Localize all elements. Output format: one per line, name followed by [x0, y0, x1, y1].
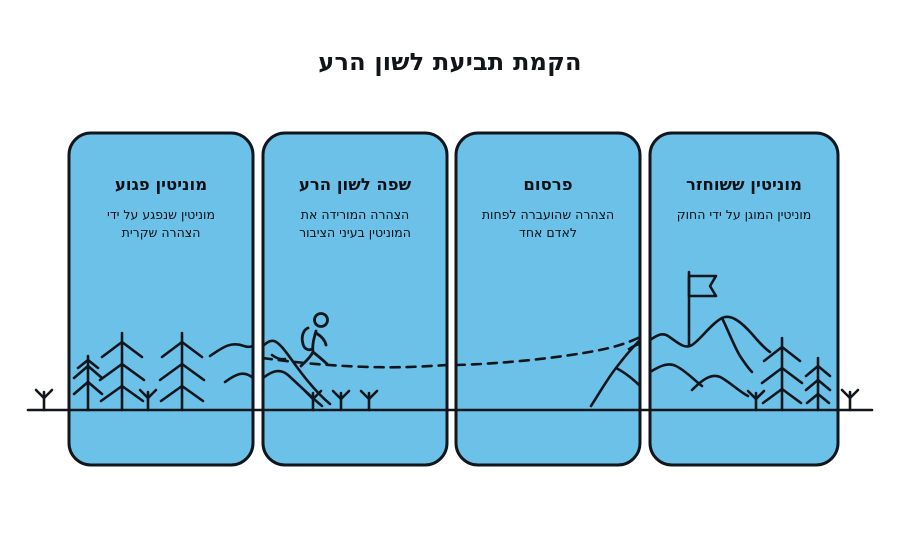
- card-defamatory-language[interactable]: שפה לשון הרע הצהרה המורידה את המוניטין ב…: [263, 175, 447, 242]
- card-heading-3: פרסום: [523, 175, 573, 194]
- card-body-3: הצהרה שהועברה לפחות לאדם אחד: [456, 206, 640, 242]
- shrub-icon-card-2c: [359, 389, 379, 412]
- card-reputation-damaged[interactable]: מוניטין פגוע מוניטין שנפגע על ידי הצהרה …: [69, 175, 253, 242]
- shrub-icon-left: [34, 388, 54, 412]
- mountain-icon-card-2-spur: [270, 353, 287, 361]
- mountain-icon-card-1b: [223, 372, 253, 384]
- card-body-2: הצהרה המורידה את המוניטין בעיני הציבור: [263, 206, 447, 242]
- pine-tree-icon-1a: [72, 354, 104, 412]
- card-body-2-line-1: הצהרה המורידה את: [300, 206, 410, 222]
- card-background-1[interactable]: [67, 131, 255, 467]
- card-4-scene: [650, 270, 838, 412]
- shrub-icon-card-4: [746, 389, 766, 412]
- card-1-scene: [69, 331, 253, 412]
- shrub-icon-right: [840, 388, 860, 412]
- landscape-outside-cards: [26, 388, 874, 412]
- card-2-scene: [263, 312, 447, 412]
- pine-tree-icon-1c: [158, 331, 206, 412]
- mountain-icon-card-3c: [627, 342, 640, 351]
- shrub-icon-card-2a: [303, 389, 323, 412]
- hiker-with-backpack-icon: [299, 312, 329, 368]
- card-body-3-line-2: לאדם אחד: [519, 224, 577, 240]
- card-reputation-restored[interactable]: מוניטין ששוחזר מוניטין המוגן על ידי החוק: [650, 175, 838, 224]
- mountain-icon-card-3b: [614, 366, 640, 388]
- card-body-1-line-1: מוניטין שנפגע על ידי: [107, 206, 215, 222]
- card-heading-2: שפה לשון הרע: [298, 175, 412, 194]
- card-body-4-line-1: מוניטין המוגן על ידי החוק: [676, 206, 812, 222]
- dashed-trail-path-icon-card-3: [456, 335, 640, 367]
- card-background-3[interactable]: [454, 131, 642, 467]
- mountain-icon-card-1: [208, 342, 253, 358]
- pine-tree-icon-4b: [804, 356, 832, 412]
- mountain-icon-card-4-foothill-b: [690, 374, 750, 398]
- pine-tree-icon-4a: [760, 336, 804, 412]
- pine-tree-icon-1b: [98, 331, 146, 412]
- card-heading-1: מוניטין פגוע: [114, 175, 208, 194]
- mountain-icon-card-4-foothill: [650, 363, 704, 388]
- card-3-scene: [456, 335, 640, 412]
- card-heading-4: מוניטין ששוחזר: [686, 175, 802, 194]
- shrub-icon-card-1: [138, 388, 158, 412]
- card-body-2-line-2: המוניטין בעיני הציבור: [299, 224, 411, 240]
- shrub-icon-card-2b: [331, 389, 351, 412]
- card-body-1-line-2: הצהרה שקרית: [121, 224, 201, 240]
- dashed-trail-path-icon-card-2: [263, 356, 447, 369]
- card-body-1: מוניטין שנפגע על ידי הצהרה שקרית: [69, 206, 253, 242]
- mountain-icon-card-2-peak: [263, 339, 332, 406]
- mountain-icon-card-4-secondary: [720, 316, 754, 374]
- mountain-icon-card-4-main: [650, 315, 772, 354]
- summit-flag-icon: [687, 270, 718, 347]
- page-title: הקמת תביעת לשון הרע: [318, 48, 582, 76]
- card-body-3-line-1: הצהרה שהועברה לפחות: [481, 206, 615, 222]
- card-body-4: מוניטין המוגן על ידי החוק: [650, 206, 838, 224]
- card-publication[interactable]: פרסום הצהרה שהועברה לפחות לאדם אחד: [456, 175, 640, 242]
